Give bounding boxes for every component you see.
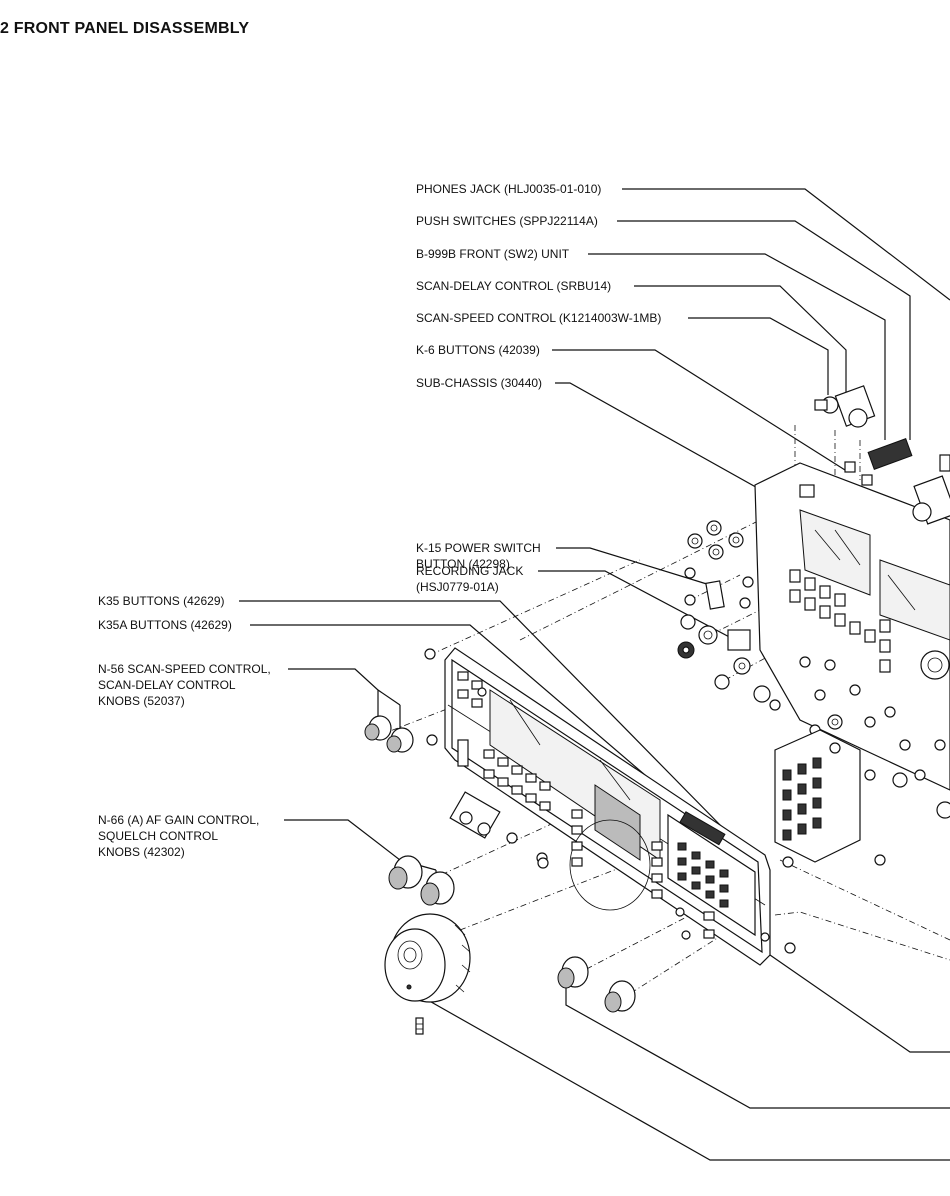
callout-rec-line1: RECORDING JACK — [416, 564, 524, 578]
callout-k6-buttons: K-6 BUTTONS (42039) — [416, 343, 540, 357]
sub-chassis-assembly — [754, 385, 950, 791]
panel-screws — [424, 648, 796, 954]
callout-k15-line2: BUTTON (42298) — [416, 557, 510, 571]
callout-k15-power-switch: K-15 POWER SWITCH BUTTON (42298) — [416, 540, 541, 572]
page-title: 2 FRONT PANEL DISASSEMBLY — [0, 20, 250, 37]
hardware-parts — [677, 520, 950, 866]
callout-front-unit: B-999B FRONT (SW2) UNIT — [416, 247, 570, 261]
callout-sub-chassis: SUB-CHASSIS (30440) — [416, 376, 543, 390]
callout-n56-line1: N-56 SCAN-SPEED CONTROL, — [98, 662, 271, 676]
leader-lines — [239, 188, 950, 1161]
callout-n56-knobs: N-56 SCAN-SPEED CONTROL, SCAN-DELAY CONT… — [98, 661, 271, 709]
callout-n56-line3: KNOBS (52037) — [98, 694, 185, 708]
callout-n66-knobs: N-66 (A) AF GAIN CONTROL, SQUELCH CONTRO… — [98, 812, 259, 860]
callout-n56-line2: SCAN-DELAY CONTROL — [98, 678, 236, 692]
callout-scan-delay-control: SCAN-DELAY CONTROL (SRBU14) — [416, 279, 612, 293]
callout-rec-line2: (HSJ0779-01A) — [416, 580, 499, 594]
callout-push-switches: PUSH SWITCHES (SPPJ22114A) — [416, 214, 598, 228]
knobs — [364, 715, 636, 1035]
keypad-block — [774, 729, 861, 863]
callout-k35a-buttons: K35A BUTTONS (42629) — [98, 618, 232, 632]
front-panel — [444, 647, 771, 966]
callout-n66-line2: SQUELCH CONTROL — [98, 829, 219, 843]
callout-scan-speed-control: SCAN-SPEED CONTROL (K1214003W-1MB) — [416, 311, 662, 325]
callout-phones-jack: PHONES JACK (HLJ0035-01-010) — [416, 182, 602, 196]
callout-k35-buttons: K35 BUTTONS (42629) — [98, 594, 225, 608]
callout-recording-jack: RECORDING JACK (HSJ0779-01A) — [416, 563, 523, 595]
callout-n66-line1: N-66 (A) AF GAIN CONTROL, — [98, 813, 260, 827]
callout-n66-line3: KNOBS (42302) — [98, 845, 185, 859]
callout-k15-line1: K-15 POWER SWITCH — [416, 541, 541, 555]
